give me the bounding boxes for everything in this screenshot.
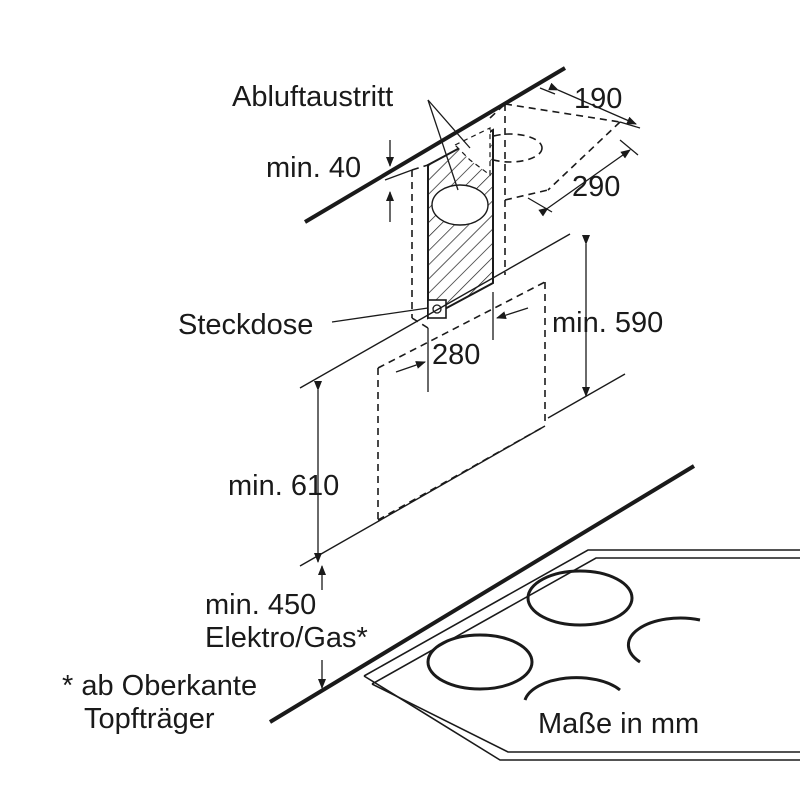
label-min-40: min. 40 bbox=[266, 152, 361, 184]
burner-back-right bbox=[626, 616, 701, 664]
label-dim-280: 280 bbox=[432, 339, 480, 371]
dim-190-line bbox=[548, 82, 637, 125]
dim-290-line bbox=[538, 149, 631, 217]
worktop-line bbox=[268, 464, 696, 724]
label-dim-190: 190 bbox=[574, 83, 622, 115]
dim-40-ext bbox=[384, 169, 413, 181]
burners bbox=[426, 569, 701, 701]
dim-280-arrow-right bbox=[496, 307, 529, 320]
chimney-dashed-outline bbox=[411, 164, 506, 329]
label-footnote-line1: * ab Oberkante bbox=[62, 670, 257, 702]
ceiling-line bbox=[303, 66, 567, 224]
label-exhaust-outlet: Abluftaustritt bbox=[232, 81, 393, 113]
burner-front-left bbox=[426, 633, 534, 691]
socket-leader bbox=[331, 307, 429, 323]
label-socket: Steckdose bbox=[178, 309, 313, 341]
exhaust-opening bbox=[431, 184, 489, 226]
hood-top-plane bbox=[299, 233, 571, 389]
label-elektro-gas: Elektro/Gas* bbox=[205, 622, 368, 654]
duct-area bbox=[427, 127, 494, 320]
label-min-590: min. 590 bbox=[552, 307, 663, 339]
label-min-610: min. 610 bbox=[228, 470, 339, 502]
dim-290-ext-b bbox=[527, 197, 553, 213]
burner-front-right bbox=[523, 676, 621, 701]
label-units: Maße in mm bbox=[538, 708, 699, 740]
dim-190-ext-right bbox=[619, 121, 641, 129]
hood-bottom-plane bbox=[299, 425, 546, 567]
dim-280-arrow-left bbox=[395, 361, 426, 373]
label-dim-290: 290 bbox=[572, 171, 620, 203]
burner-back-left bbox=[526, 569, 634, 627]
socket-box bbox=[427, 299, 447, 319]
exhaust-leader-2 bbox=[427, 99, 471, 149]
hood-dashed-outline bbox=[377, 281, 546, 521]
exhaust-leader-1 bbox=[427, 99, 459, 191]
label-min-450: min. 450 bbox=[205, 589, 316, 621]
dim-190-ext-left bbox=[539, 87, 556, 95]
dim-290-ext-a bbox=[619, 139, 639, 156]
label-footnote-line2: Topfträger bbox=[84, 703, 215, 735]
